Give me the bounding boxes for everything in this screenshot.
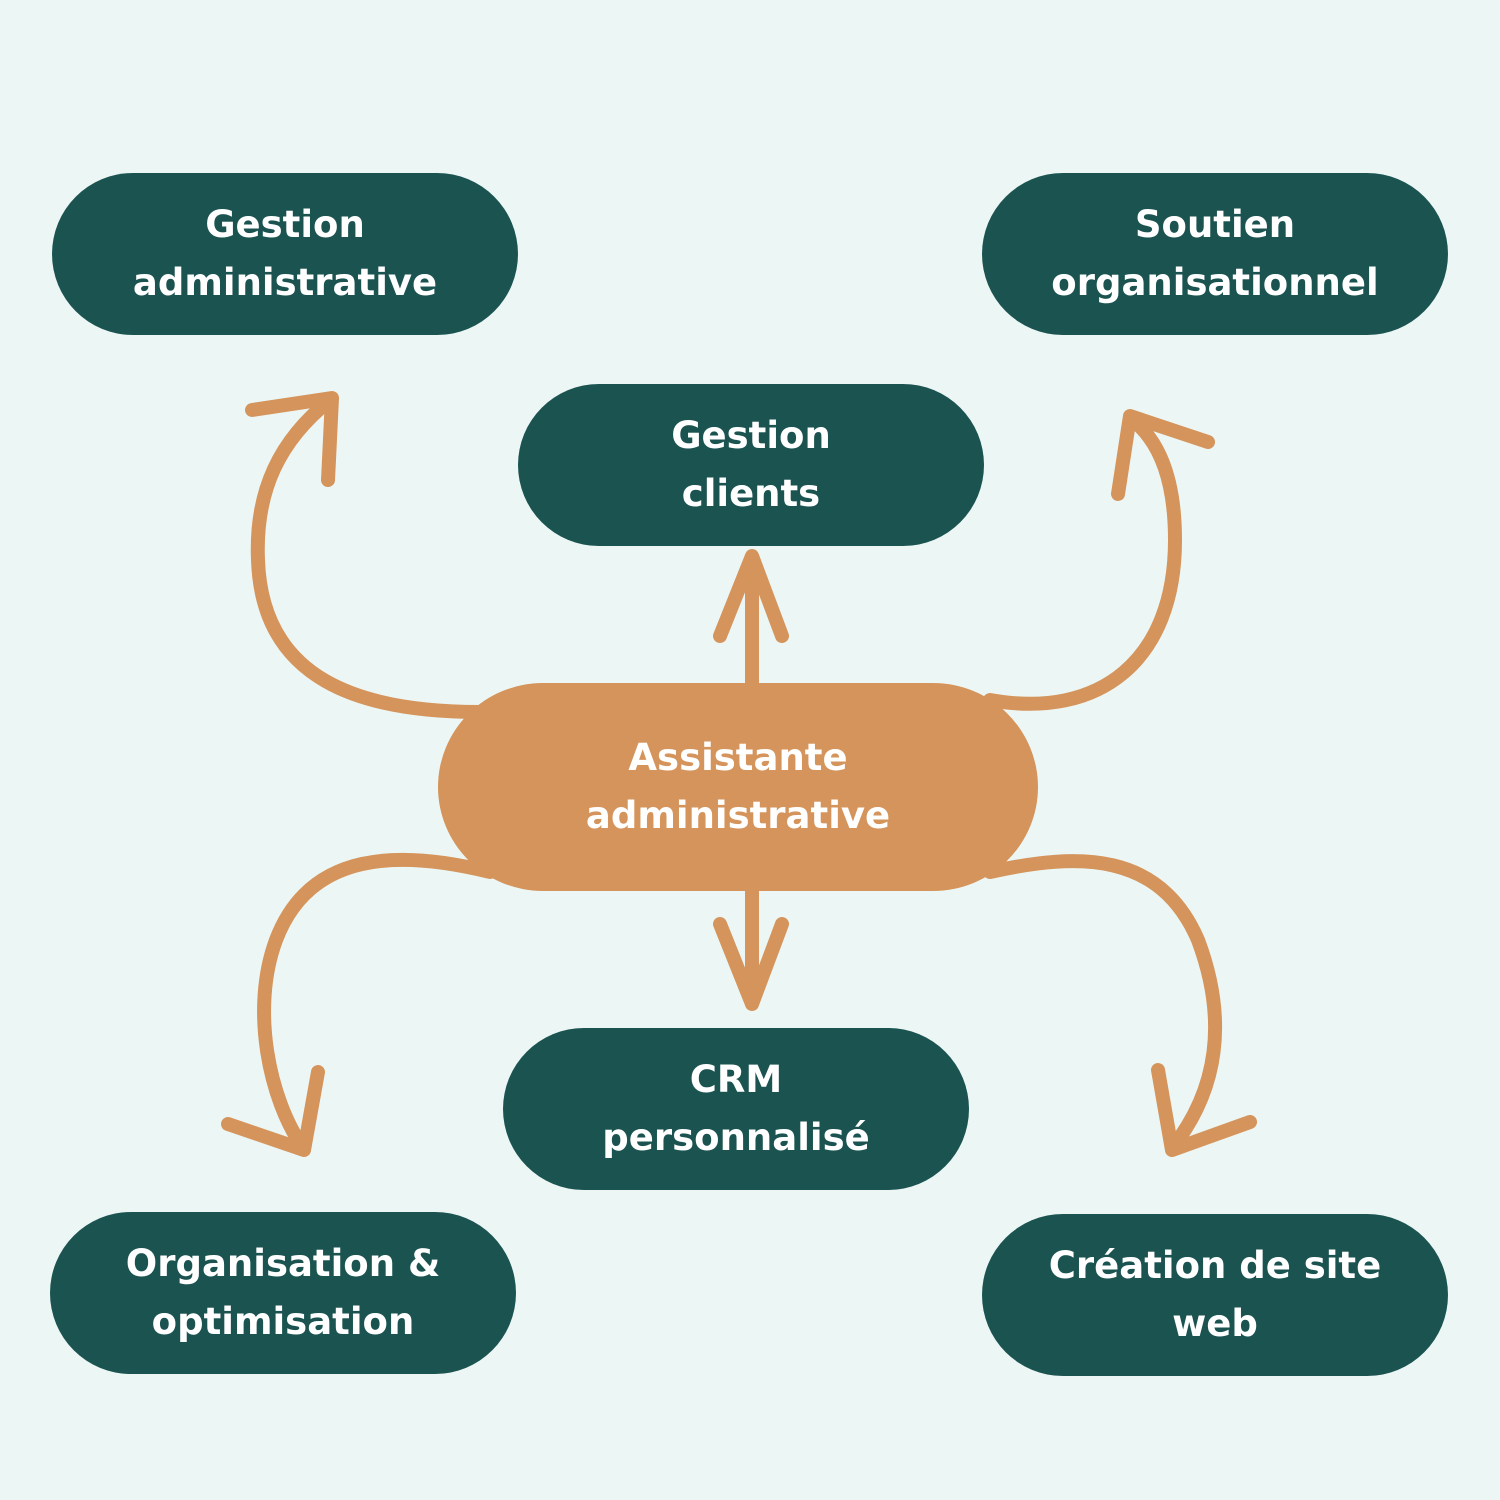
arrow-to-gestion-administrative <box>245 391 487 719</box>
node-label-line: optimisation <box>151 1300 415 1343</box>
node-label-line: CRM <box>689 1058 783 1101</box>
node-label-line: personnalisé <box>602 1116 870 1159</box>
arrow-to-soutien-organisationnel <box>983 409 1215 711</box>
arrow-to-creation-site-web <box>983 854 1257 1157</box>
center-label-line: administrative <box>585 794 891 837</box>
node-soutien-organisationnel: Soutien organisationnel <box>982 173 1448 335</box>
node-label-line: Gestion <box>671 414 831 457</box>
node-label-line: administrative <box>132 261 438 304</box>
center-label-line: Assistante <box>628 736 848 779</box>
node-label-line: Gestion <box>205 203 365 246</box>
node-label-line: web <box>1172 1302 1258 1345</box>
node-crm-personnalise: CRM personnalisé <box>503 1028 969 1190</box>
node-creation-site-web: Création de site web <box>982 1214 1448 1376</box>
center-node-assistante-administrative: Assistante administrative <box>438 683 1038 891</box>
node-gestion-administrative: Gestion administrative <box>52 173 518 335</box>
arrow-to-gestion-clients <box>713 549 789 691</box>
node-label-line: Organisation & <box>125 1242 441 1285</box>
node-organisation-optimisation: Organisation & optimisation <box>50 1212 516 1374</box>
node-gestion-clients: Gestion clients <box>518 384 984 546</box>
node-label-line: Création de site <box>1048 1244 1382 1287</box>
node-label-line: clients <box>681 472 821 515</box>
arrow-to-organisation-optimisation <box>221 852 497 1157</box>
node-label-line: Soutien <box>1134 203 1296 246</box>
arrow-to-crm-personnalise <box>713 883 789 1011</box>
node-label-line: organisationnel <box>1051 261 1379 304</box>
